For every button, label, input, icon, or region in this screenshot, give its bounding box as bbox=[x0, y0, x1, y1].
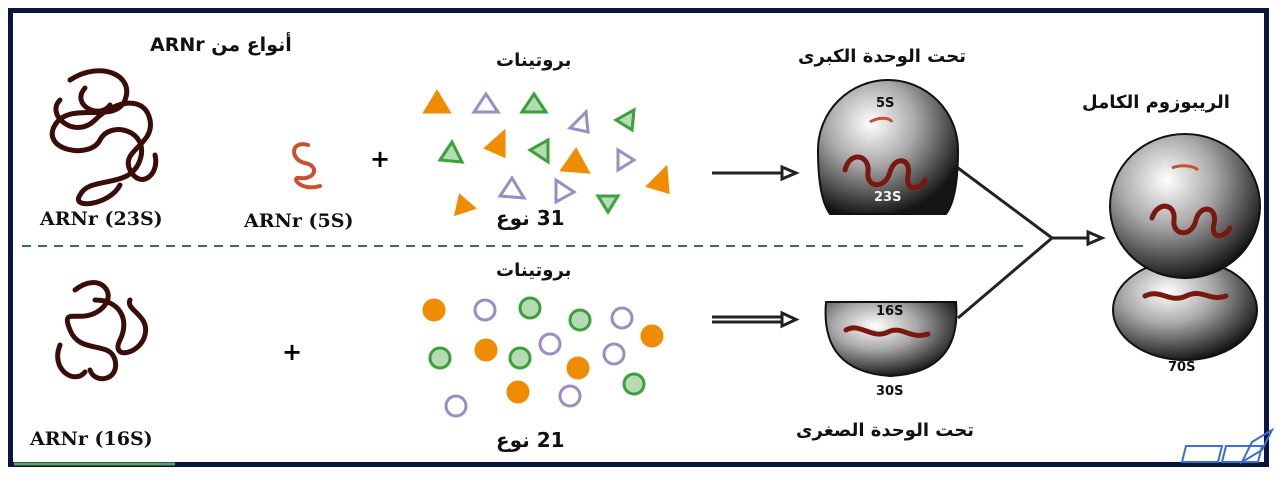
large-subunit-50s bbox=[816, 79, 960, 215]
arrow-to-small-subunit bbox=[712, 310, 800, 329]
proteins-bottom-count: 21 نوع bbox=[496, 428, 565, 452]
converging-arrow bbox=[957, 166, 1106, 320]
plus-sign-bottom: + bbox=[282, 338, 302, 366]
rrna-5s-strand bbox=[292, 142, 322, 190]
complete-ribosome-70s bbox=[1109, 133, 1261, 361]
complete-ribosome-title: الريبوزوم الكامل bbox=[1082, 92, 1230, 113]
proteins-bottom-label: بروتينات bbox=[496, 260, 572, 281]
ribosome-70s-label: 70S bbox=[1168, 360, 1196, 375]
small-subunit-30s-label: 30S bbox=[876, 384, 904, 399]
small-subunit-16s-label: 16S bbox=[876, 304, 904, 319]
arrow-to-large-subunit bbox=[712, 164, 800, 182]
small-subunit-30s bbox=[824, 301, 958, 378]
small-subunit-title: تحت الوحدة الصغرى bbox=[796, 420, 975, 441]
large-subunit-title: تحت الوحدة الكبرى bbox=[798, 46, 966, 67]
plus-sign-top: + bbox=[370, 145, 390, 173]
proteins-top-count: 31 نوع bbox=[496, 206, 565, 230]
rrna-types-title: أنواع من ARNr bbox=[150, 34, 292, 56]
proteins-top-cluster bbox=[422, 89, 670, 217]
proteins-top-label: بروتينات bbox=[496, 50, 572, 71]
large-subunit-23s-label: 23S bbox=[874, 190, 902, 205]
rrna-23s-strand bbox=[49, 68, 159, 207]
proteins-bottom-cluster bbox=[422, 296, 664, 418]
corner-logo-icon bbox=[1180, 427, 1275, 465]
rrna-5s-label: ARNr (5S) bbox=[244, 210, 354, 232]
rrna-23s-label: ARNr (23S) bbox=[40, 208, 163, 230]
rrna-16s-label: ARNr (16S) bbox=[30, 428, 153, 450]
large-subunit-5s-label: 5S bbox=[876, 96, 895, 111]
rrna-16s-strand bbox=[55, 280, 149, 382]
